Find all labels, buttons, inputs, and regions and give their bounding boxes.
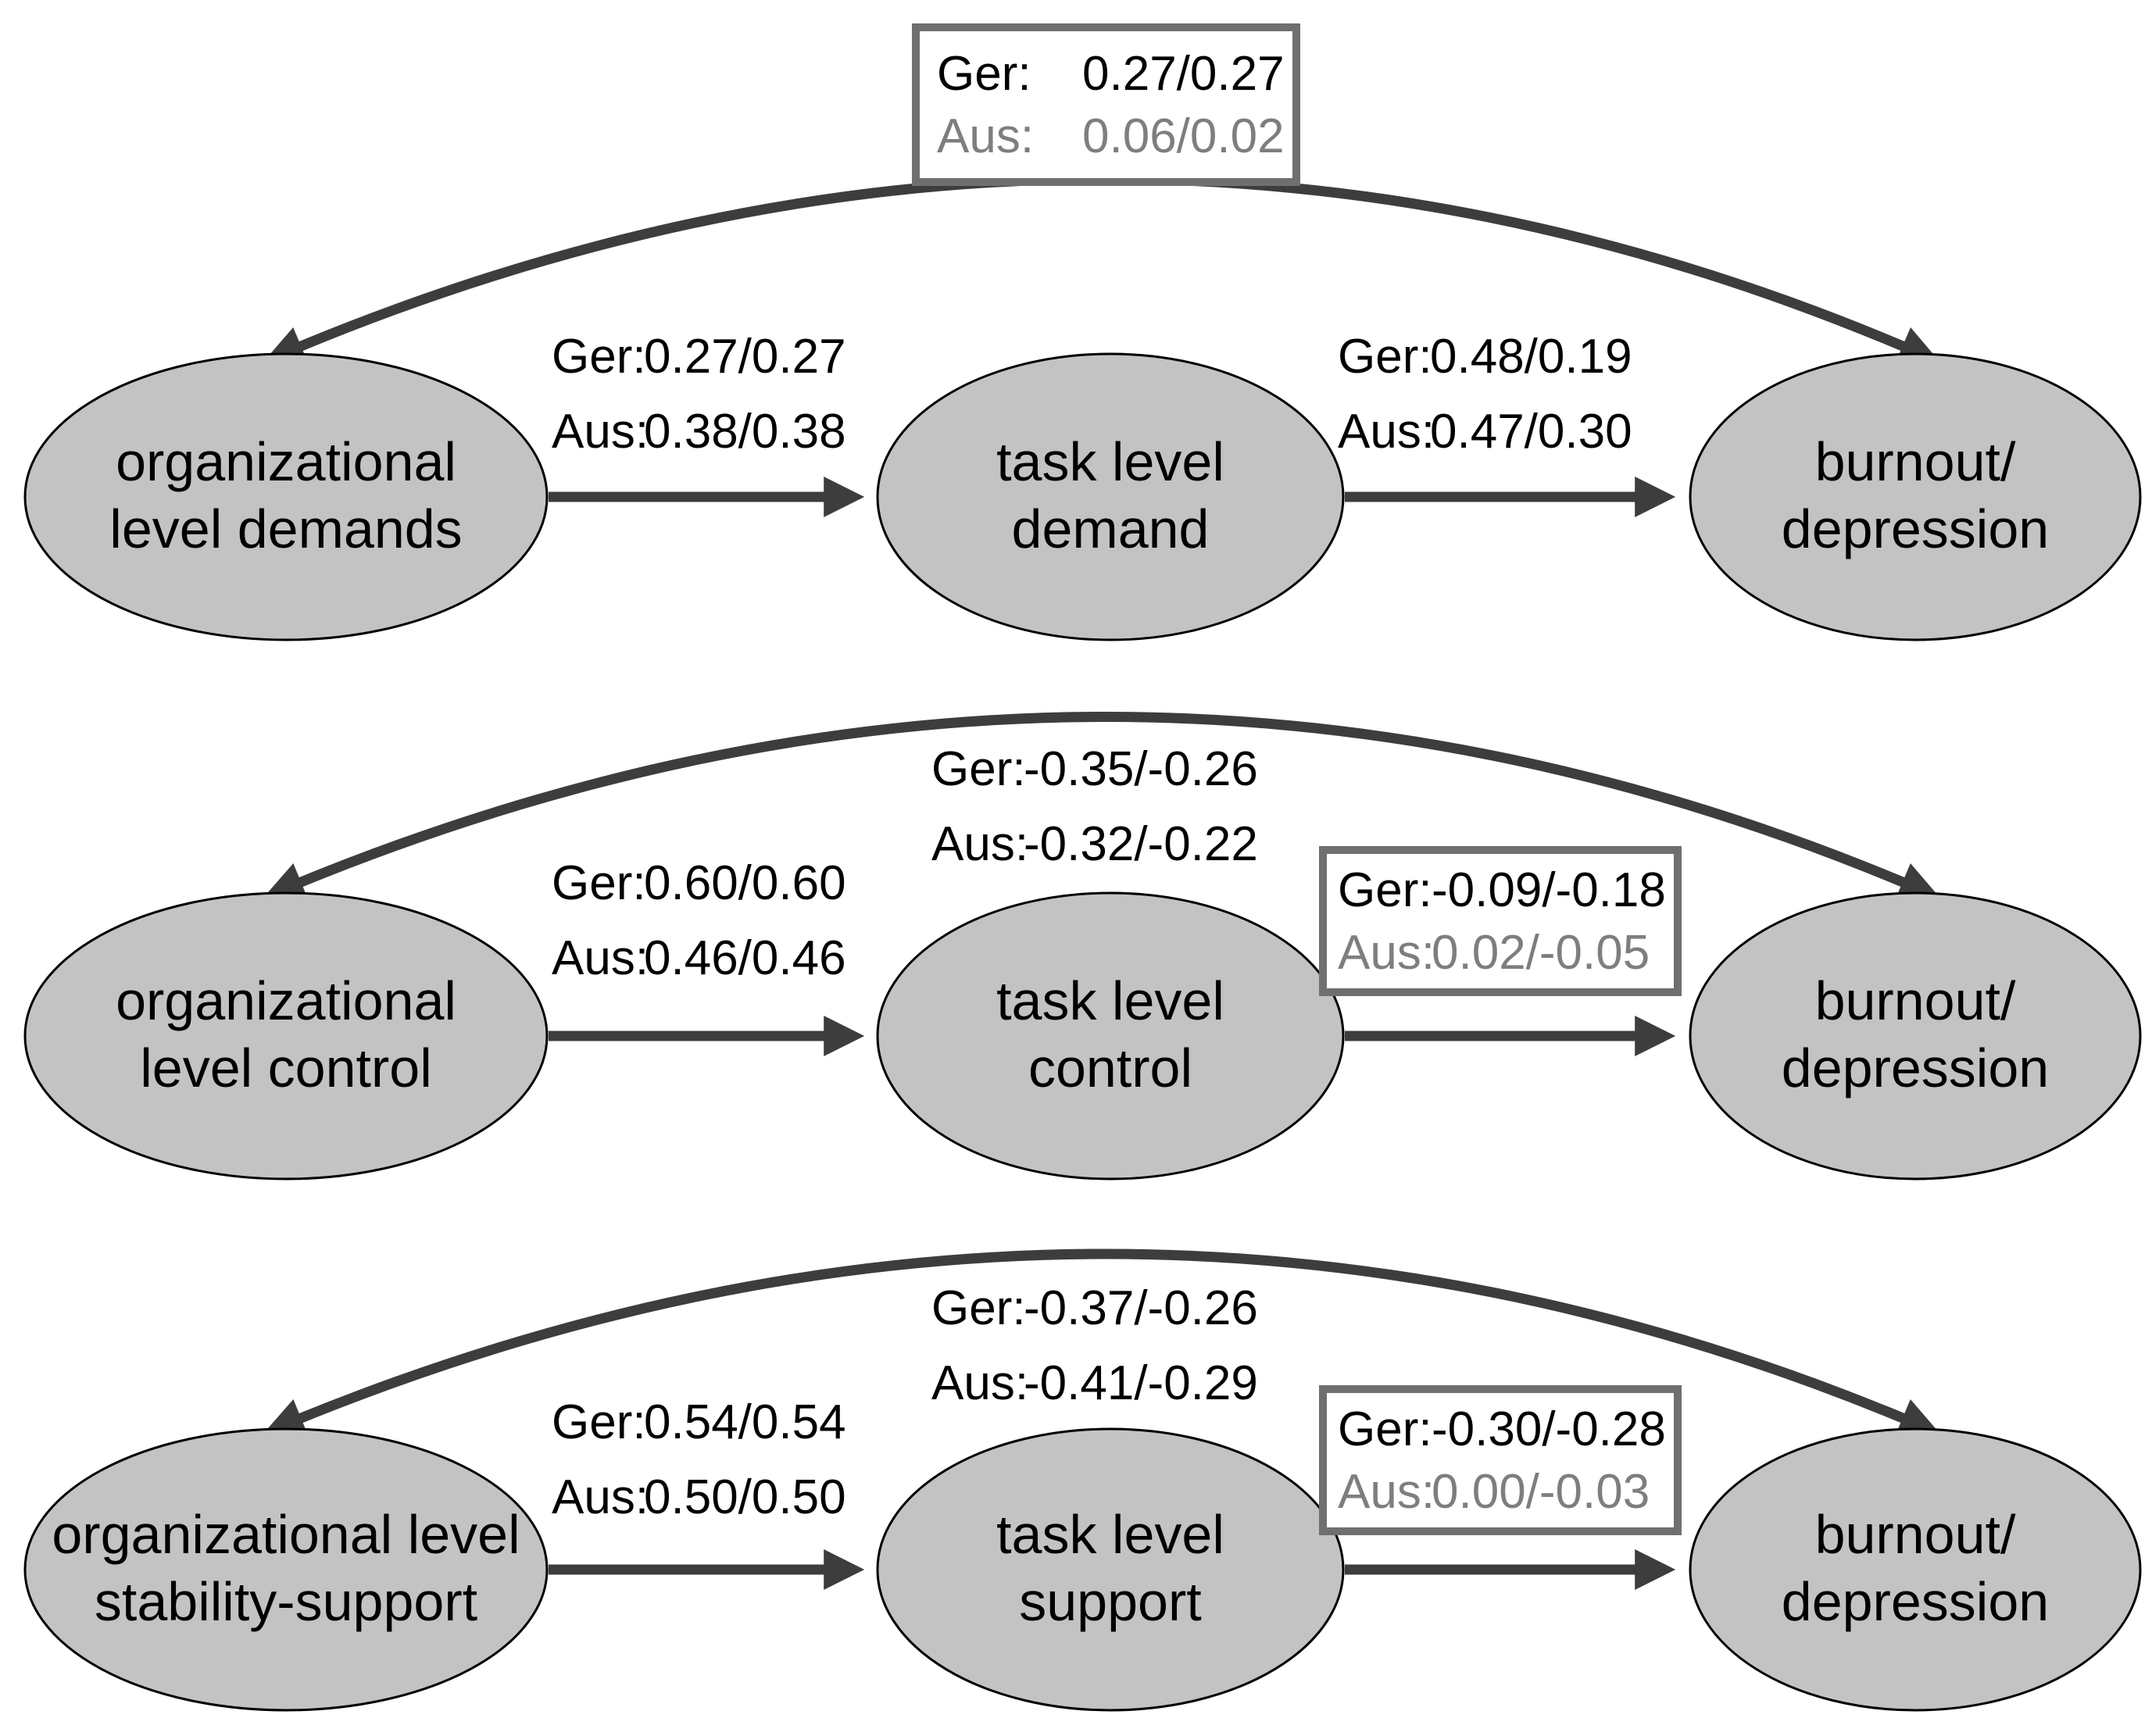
node-burnout-depression-row3	[1689, 1427, 2142, 1712]
curve-label-support-row: Ger:-0.37/-0.26 Aus:-0.41/-0.29	[931, 1281, 1258, 1410]
covariance-arrow-demands-row	[263, 173, 1940, 366]
path-label-taskdemand-burnout: Ger:0.48/0.19 Aus:0.47/0.30	[1338, 329, 1632, 459]
node-org-level-control	[23, 891, 549, 1181]
node-label-burnout-depression-row1: burnout/ depression	[1781, 431, 2050, 559]
path-label-orgcontrol-taskcontrol: Ger:0.60/0.60 Aus:0.46/0.46	[552, 855, 846, 985]
curve-label-control-row: Ger:-0.35/-0.26 Aus:-0.32/-0.22	[931, 741, 1258, 871]
node-org-level-demands	[23, 352, 549, 641]
node-label-task-level-control: task level control	[996, 970, 1224, 1098]
covariance-arrow-support-row	[263, 1248, 1940, 1438]
node-label-task-level-support: task level support	[996, 1504, 1224, 1632]
path-label-orgsupport-tasksupport: Ger:0.54/0.54 Aus:0.50/0.50	[552, 1395, 846, 1524]
node-task-level-control	[876, 891, 1345, 1181]
node-task-level-support	[876, 1427, 1345, 1712]
node-task-level-demand	[876, 352, 1345, 641]
covariance-arrow-control-row	[263, 712, 1940, 902]
node-label-org-level-demands: organizational level demands	[109, 431, 463, 559]
node-org-level-stability-support	[23, 1427, 549, 1712]
node-label-org-level-control: organizational level control	[116, 970, 456, 1098]
boxed-label-taskcontrol-burnout: Ger:-0.09/-0.18 Aus:0.02/-0.05	[1319, 846, 1682, 996]
boxed-label-tasksupport-burnout: Ger:-0.30/-0.28 Aus:0.00/-0.03	[1319, 1385, 1682, 1535]
node-label-task-level-demand: task level demand	[996, 431, 1224, 559]
node-burnout-depression-row1	[1689, 352, 2142, 641]
path-label-orgdemands-taskdemand: Ger:0.27/0.27 Aus:0.38/0.38	[552, 329, 846, 459]
node-label-burnout-depression-row2: burnout/ depression	[1781, 970, 2050, 1098]
node-label-burnout-depression-row3: burnout/ depression	[1781, 1504, 2050, 1632]
boxed-label-covariance-demands: Ger:0.27/0.27 Aus:0.06/0.02	[912, 23, 1300, 186]
node-label-org-level-stability-support: organizational level stability-support	[52, 1504, 520, 1632]
node-burnout-depression-row2	[1689, 891, 2142, 1181]
